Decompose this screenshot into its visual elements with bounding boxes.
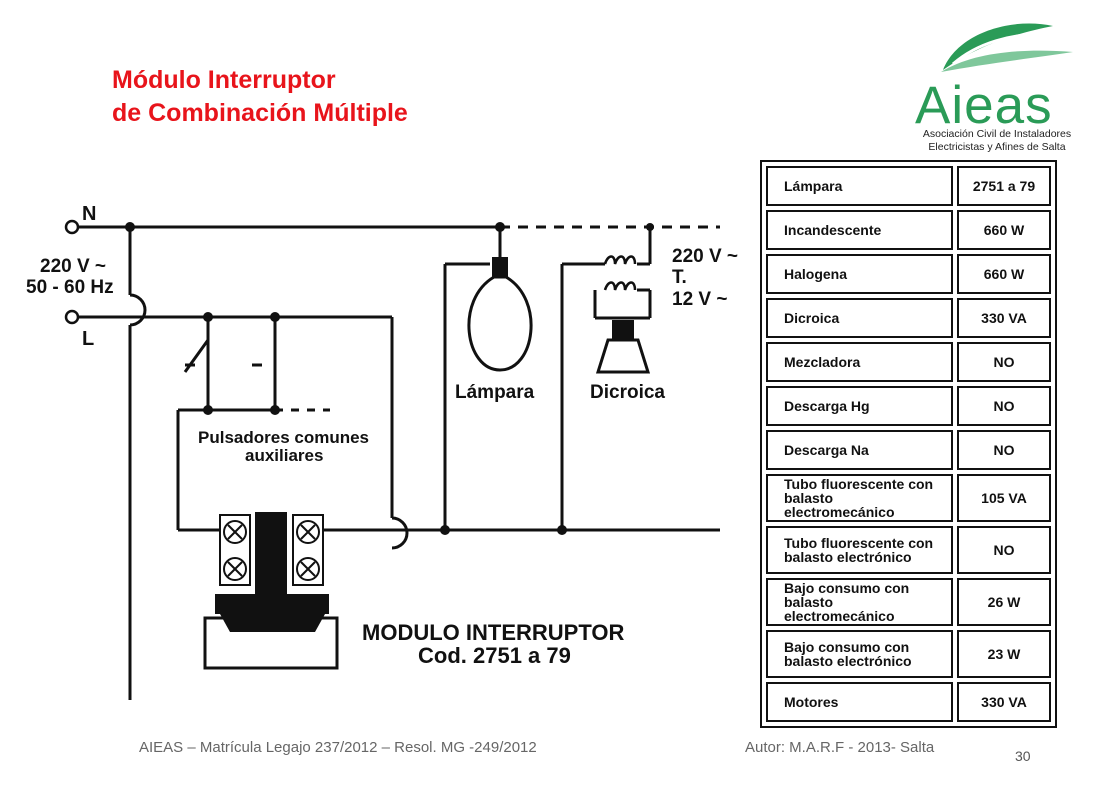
supply-voltage-label: 220 V ~ bbox=[40, 256, 106, 277]
max-load-cell: NO bbox=[957, 342, 1051, 382]
max-load-cell: 2751 a 79 bbox=[957, 166, 1051, 206]
title-line-2: de Combinación Múltiple bbox=[112, 99, 408, 127]
lamp-label: Lámpara bbox=[455, 382, 535, 403]
max-load-cell: 23 W bbox=[957, 630, 1051, 678]
max-load-cell: NO bbox=[957, 526, 1051, 574]
dichroic-label: Dicroica bbox=[590, 382, 665, 403]
pushbuttons-label-line-2: auxiliares bbox=[245, 446, 323, 465]
supply-frequency-label: 50 - 60 Hz bbox=[26, 277, 114, 298]
load-type-cell: Halogena bbox=[766, 254, 953, 294]
load-type-cell: Descarga Hg bbox=[766, 386, 953, 426]
logo-subtitle-line-1: Asociación Civil de Instaladores bbox=[922, 128, 1072, 140]
module-label-line-2: Cod. 2751 a 79 bbox=[418, 643, 571, 668]
lamp-bulb-icon bbox=[467, 257, 533, 372]
transformer-icon bbox=[603, 255, 637, 291]
footer-registration: AIEAS – Matrícula Legajo 237/2012 – Reso… bbox=[139, 739, 537, 756]
load-type-cell: Mezcladora bbox=[766, 342, 953, 382]
switch-module-icon bbox=[203, 512, 339, 670]
transformer-input-label: 220 V ~ bbox=[672, 246, 738, 267]
leaf-icon bbox=[941, 23, 1073, 72]
dichroic-lamp-icon bbox=[595, 320, 651, 374]
slide-title: Módulo Interruptor de Combinación Múltip… bbox=[112, 64, 408, 130]
max-load-cell: 330 VA bbox=[957, 298, 1051, 338]
title-line-1: Módulo Interruptor bbox=[112, 66, 336, 94]
neutral-label: N bbox=[82, 203, 96, 225]
footer-author: Autor: M.A.R.F - 2013- Salta bbox=[745, 739, 935, 756]
aieas-logo: Aieas Asociación Civil de Instaladores E… bbox=[903, 12, 1083, 162]
load-type-cell: Motores bbox=[766, 682, 953, 722]
max-load-cell: 660 W bbox=[957, 254, 1051, 294]
table-row: Tubo fluorescente con balasto electromec… bbox=[766, 474, 1051, 522]
load-type-cell: Dicroica bbox=[766, 298, 953, 338]
table-row: Bajo consumo con balasto electromecánico… bbox=[766, 578, 1051, 626]
transformer-t-label: T. bbox=[672, 267, 687, 288]
load-type-cell: Tubo fluorescente con balasto electromec… bbox=[766, 474, 953, 522]
line-label: L bbox=[82, 328, 94, 350]
module-label-line-1: MODULO INTERRUPTOR bbox=[362, 620, 624, 645]
logo-subtitle-line-2: Electricistas y Afines de Salta bbox=[928, 141, 1066, 153]
table-row: Tubo fluorescente con balasto electrónic… bbox=[766, 526, 1051, 574]
wiring-diagram: N L 220 V ~ 50 - 60 Hz Pulsadores comune… bbox=[26, 203, 738, 700]
pushbuttons-label-line-1: Pulsadores comunes bbox=[198, 428, 369, 447]
max-load-cell: 105 VA bbox=[957, 474, 1051, 522]
transformer-output-label: 12 V ~ bbox=[672, 289, 727, 310]
page-number: 30 bbox=[1015, 748, 1031, 764]
load-type-cell: Incandescente bbox=[766, 210, 953, 250]
load-type-cell: Bajo consumo con balasto electromecánico bbox=[766, 578, 953, 626]
max-load-cell: NO bbox=[957, 430, 1051, 470]
load-type-cell: Bajo consumo con balasto electrónico bbox=[766, 630, 953, 678]
load-type-cell: Descarga Na bbox=[766, 430, 953, 470]
max-load-cell: NO bbox=[957, 386, 1051, 426]
logo-wordmark: Aieas bbox=[915, 76, 1053, 135]
load-type-cell: Tubo fluorescente con balasto electrónic… bbox=[766, 526, 953, 574]
logo-subtitle: Asociación Civil de Instaladores Electri… bbox=[911, 128, 1083, 154]
max-load-cell: 660 W bbox=[957, 210, 1051, 250]
max-load-cell: 330 VA bbox=[957, 682, 1051, 722]
load-type-cell: Lámpara bbox=[766, 166, 953, 206]
max-load-cell: 26 W bbox=[957, 578, 1051, 626]
